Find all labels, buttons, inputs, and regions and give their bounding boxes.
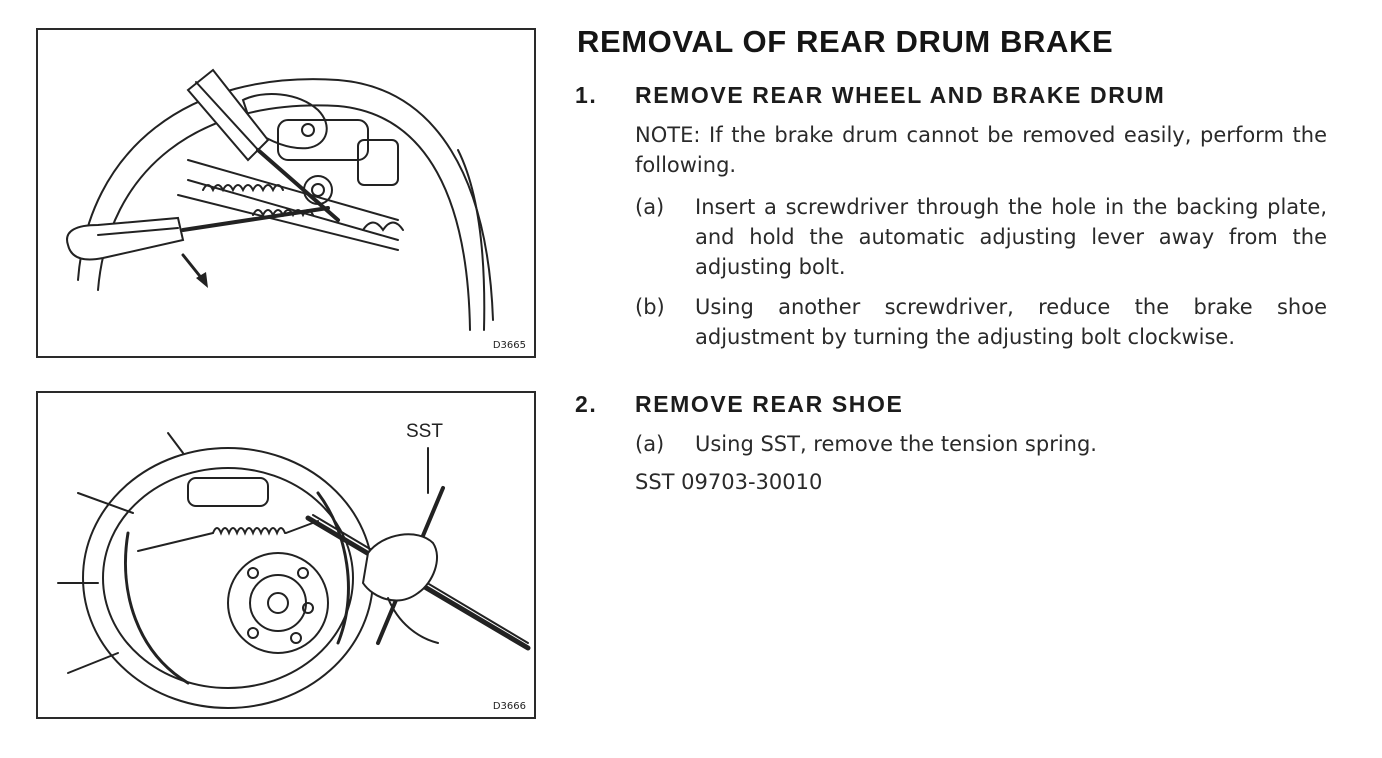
step-1-note: NOTE: If the brake drum cannot be remove… — [635, 123, 1327, 177]
sub-a-text: Using SST, remove the tension spring. — [695, 432, 1097, 456]
step-2-heading: REMOVE REAR SHOE — [635, 391, 904, 417]
sub-b-text: Using another screwdriver, reduce the br… — [695, 295, 1327, 349]
step-1-number: 1. — [575, 82, 598, 108]
sst-part-number: SST 09703-30010 — [635, 470, 823, 494]
sub-a-text: Insert a screwdriver through the hole in… — [695, 195, 1327, 279]
step-2-number: 2. — [575, 391, 598, 417]
sst-callout-label: SST — [406, 421, 443, 442]
sub-b-letter: (b) — [635, 295, 665, 319]
sst-illustration — [57, 432, 531, 709]
step-1-heading: REMOVE REAR WHEEL AND BRAKE DRUM — [635, 82, 1166, 108]
figure-code: D3666 — [492, 701, 526, 712]
sub-a-letter: (a) — [635, 432, 665, 456]
figure-screwdriver-adjustment: D3665 — [36, 28, 536, 358]
step-1: 1. REMOVE REAR WHEEL AND BRAKE DRUM NOTE… — [575, 82, 1337, 362]
sub-a-letter: (a) — [635, 195, 665, 219]
page-title: REMOVAL OF REAR DRUM BRAKE — [577, 24, 1114, 59]
figure-code: D3665 — [492, 340, 526, 351]
step-2: 2. REMOVE REAR SHOE (a) Using SST, remov… — [575, 391, 1337, 511]
screwdriver-illustration — [66, 68, 494, 331]
instructions-column: REMOVAL OF REAR DRUM BRAKE 1. REMOVE REA… — [575, 24, 1337, 494]
figure-sst-tension-spring: SST D3666 — [36, 391, 536, 719]
